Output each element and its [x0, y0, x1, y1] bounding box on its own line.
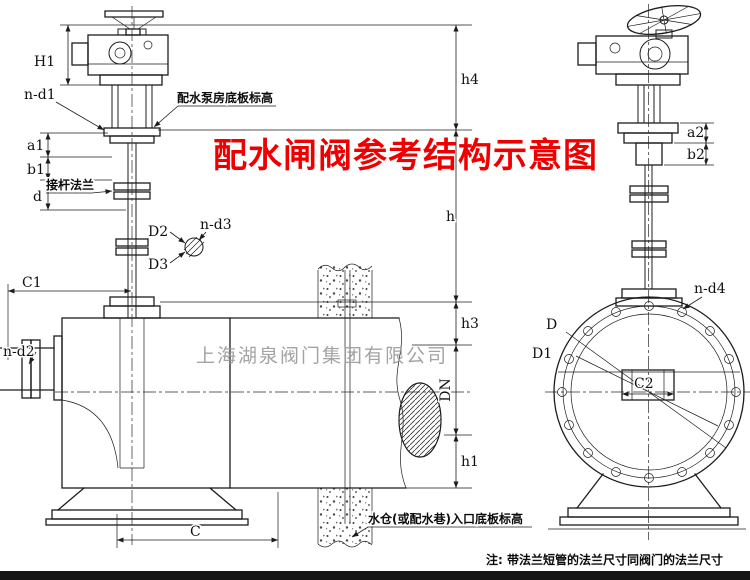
- leader-n-d4: [682, 296, 703, 310]
- main-pipe: [229, 317, 442, 489]
- actuator-front: [577, 29, 689, 86]
- leader-n-d3: [198, 231, 207, 241]
- label-n-d2: n-d2: [3, 344, 35, 360]
- label-D1: D1: [532, 346, 552, 362]
- label-b2: b2: [687, 147, 705, 163]
- mid-flange-front: [629, 185, 669, 258]
- label-h1: h1: [461, 454, 479, 470]
- label-D2: D2: [148, 224, 168, 240]
- label-C2: C2: [634, 376, 654, 392]
- handwheel-side: [104, 10, 164, 36]
- leader-D3: [169, 251, 186, 264]
- centerlines: [55, 4, 750, 545]
- leader-sump-floor: [351, 526, 532, 538]
- inlet-pipe-side: [0, 339, 55, 399]
- right-view: [548, 5, 746, 530]
- label-C1: C1: [22, 275, 42, 291]
- label-h4: h4: [461, 72, 479, 88]
- actuator-side: [71, 28, 169, 86]
- leader-D2: [169, 231, 186, 244]
- label-H1: H1: [34, 54, 55, 70]
- bottom-flange-front: [548, 473, 746, 530]
- handwheel-front: [626, 5, 702, 35]
- bolt-hole-detail: [184, 237, 204, 257]
- leader-stem-flange: [46, 189, 113, 195]
- pump-floor-label: 配水泵房底板标高: [177, 90, 273, 105]
- bottom-flange-side: [45, 487, 249, 526]
- left-view: [0, 10, 442, 526]
- label-a1: a1: [27, 138, 44, 154]
- diameter-leader-D: [565, 331, 727, 449]
- label-h: h: [446, 209, 455, 225]
- label-D: D: [546, 317, 557, 333]
- label-d: d: [33, 189, 42, 205]
- concrete-wall: [317, 263, 373, 548]
- bolt-holes: [557, 301, 741, 483]
- label-n-d4: n-d4: [694, 281, 726, 297]
- label-DN: DN: [438, 378, 454, 401]
- sump-floor-label: 水仓(或配水巷)入口底板标高: [368, 511, 523, 526]
- leader-n-d2: [28, 351, 37, 365]
- pipe-section-hatch: [398, 382, 442, 458]
- label-a2: a2: [687, 125, 704, 141]
- yoke-front: [617, 85, 679, 166]
- label-C: C: [190, 524, 201, 540]
- diameter-leader-D1: [575, 355, 719, 427]
- dimension-labels: H1 n-d1 a1 b1 d D2 D3 n-d3 C1 n-d2 C h4 …: [2, 53, 728, 542]
- annotations: 配水泵房底板标高 接杆法兰 水仓(或配水巷)入口底板标高: [45, 89, 525, 528]
- label-D3: D3: [148, 257, 168, 273]
- bottom-bar: [0, 571, 750, 580]
- pipe-break-line: [396, 317, 407, 489]
- leader-pump-floor: [153, 105, 276, 128]
- label-n-d3: n-d3: [200, 217, 232, 233]
- leader-n-d1: [55, 101, 105, 131]
- stem-flange-label: 接杆法兰: [46, 177, 94, 192]
- valve-body-side: [53, 317, 231, 489]
- anchor-rod: [344, 270, 351, 524]
- drawing-title: 配水闸阀参考结构示意图: [213, 136, 598, 176]
- flange-note: 注: 带法兰短管的法兰尺寸同阀门的法兰尺寸: [486, 552, 723, 567]
- label-h3: h3: [461, 316, 479, 332]
- label-n-d1: n-d1: [24, 87, 56, 103]
- dimension-lines: [7, 24, 714, 548]
- anchor-plate: [337, 299, 357, 308]
- center-boss: [621, 369, 675, 401]
- company-watermark: 上海湖泉阀门集团有限公司: [196, 345, 448, 367]
- label-b1: b1: [27, 162, 45, 178]
